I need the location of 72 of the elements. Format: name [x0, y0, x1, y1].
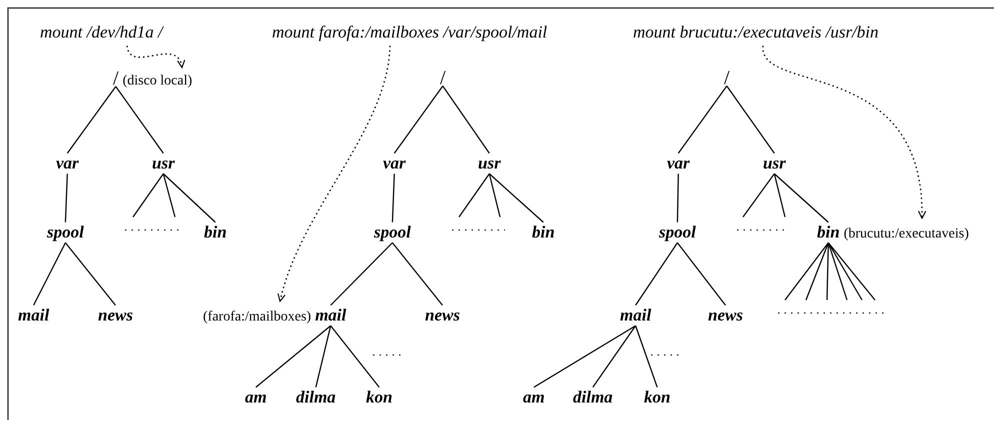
tree-line — [66, 86, 116, 154]
mount-command: mount farofa:/mailboxes /var/spool/mail — [272, 21, 548, 44]
tree-line — [64, 242, 116, 306]
root-slash: / — [113, 68, 119, 88]
directory-name: usr — [152, 152, 175, 174]
directory-name: var — [667, 152, 690, 174]
directory-name: news — [98, 304, 133, 326]
directory-name: bin — [532, 221, 555, 244]
tree-line — [162, 173, 216, 223]
tree-line — [635, 242, 678, 306]
directory-name: news — [425, 304, 460, 326]
tree-line — [828, 242, 876, 300]
tree-line — [394, 86, 444, 154]
directory-name: var — [383, 152, 406, 174]
tree-line — [774, 174, 786, 218]
mount-command: mount brucutu:/executaveis /usr/bin — [633, 21, 879, 44]
tree-line — [828, 242, 848, 300]
tree-line — [805, 242, 829, 300]
tree-line — [255, 325, 332, 388]
root-slash: / — [724, 68, 730, 88]
tree-line — [742, 173, 775, 218]
tree-line — [826, 242, 829, 300]
directory-name: mail — [315, 304, 346, 326]
tree-line — [64, 174, 68, 222]
directory-name: dilma — [573, 386, 613, 408]
mount-source-note: (disco local) — [122, 72, 192, 90]
tree-line — [726, 86, 775, 154]
tree-line — [678, 86, 728, 154]
directory-name: kon — [366, 386, 392, 408]
tree-line — [784, 242, 829, 300]
tree-line — [330, 325, 380, 388]
directory-name: am — [245, 386, 267, 408]
directory-name: kon — [644, 386, 670, 408]
tree-line — [534, 325, 636, 388]
directory-name: dilma — [296, 386, 336, 408]
tree-line — [676, 242, 726, 306]
tree-line — [33, 242, 66, 306]
tree-line — [828, 242, 863, 300]
root-slash: / — [440, 68, 446, 88]
directory-name: mail — [620, 304, 652, 326]
tree-line — [392, 174, 395, 222]
tree-line — [488, 173, 544, 223]
directory-name: spool — [374, 221, 411, 244]
directory-name: var — [56, 152, 79, 174]
directory-name: spool — [47, 221, 84, 244]
tree-line — [774, 173, 829, 223]
directory-name: usr — [478, 152, 501, 174]
tree-line — [442, 86, 490, 154]
mount-source-note: (farofa:/mailboxes) — [203, 308, 312, 326]
tree-line — [162, 174, 176, 218]
dotted-arrow — [126, 46, 184, 68]
directory-name: spool — [659, 221, 696, 244]
mount-command: mount /dev/hd1a / — [40, 21, 163, 44]
tree-line — [458, 173, 490, 218]
dotted-arrow — [762, 46, 926, 219]
dotted-arrow — [278, 46, 391, 302]
tree-line — [315, 326, 332, 388]
directory-name: bin — [817, 221, 840, 244]
tree-line — [132, 173, 164, 218]
tree-line — [635, 326, 658, 388]
directory-name: bin — [204, 221, 227, 244]
tree-line — [592, 325, 636, 388]
directory-name: am — [523, 386, 545, 408]
directory-name: usr — [763, 152, 786, 174]
tree-line — [676, 174, 679, 222]
directory-name: news — [708, 304, 743, 326]
tree-line — [392, 242, 443, 306]
tree-line — [488, 174, 501, 218]
mount-source-note: (brucutu:/executaveis) — [844, 225, 969, 244]
tree-line — [115, 86, 164, 154]
directory-name: mail — [18, 304, 50, 326]
tree-line — [330, 242, 393, 306]
